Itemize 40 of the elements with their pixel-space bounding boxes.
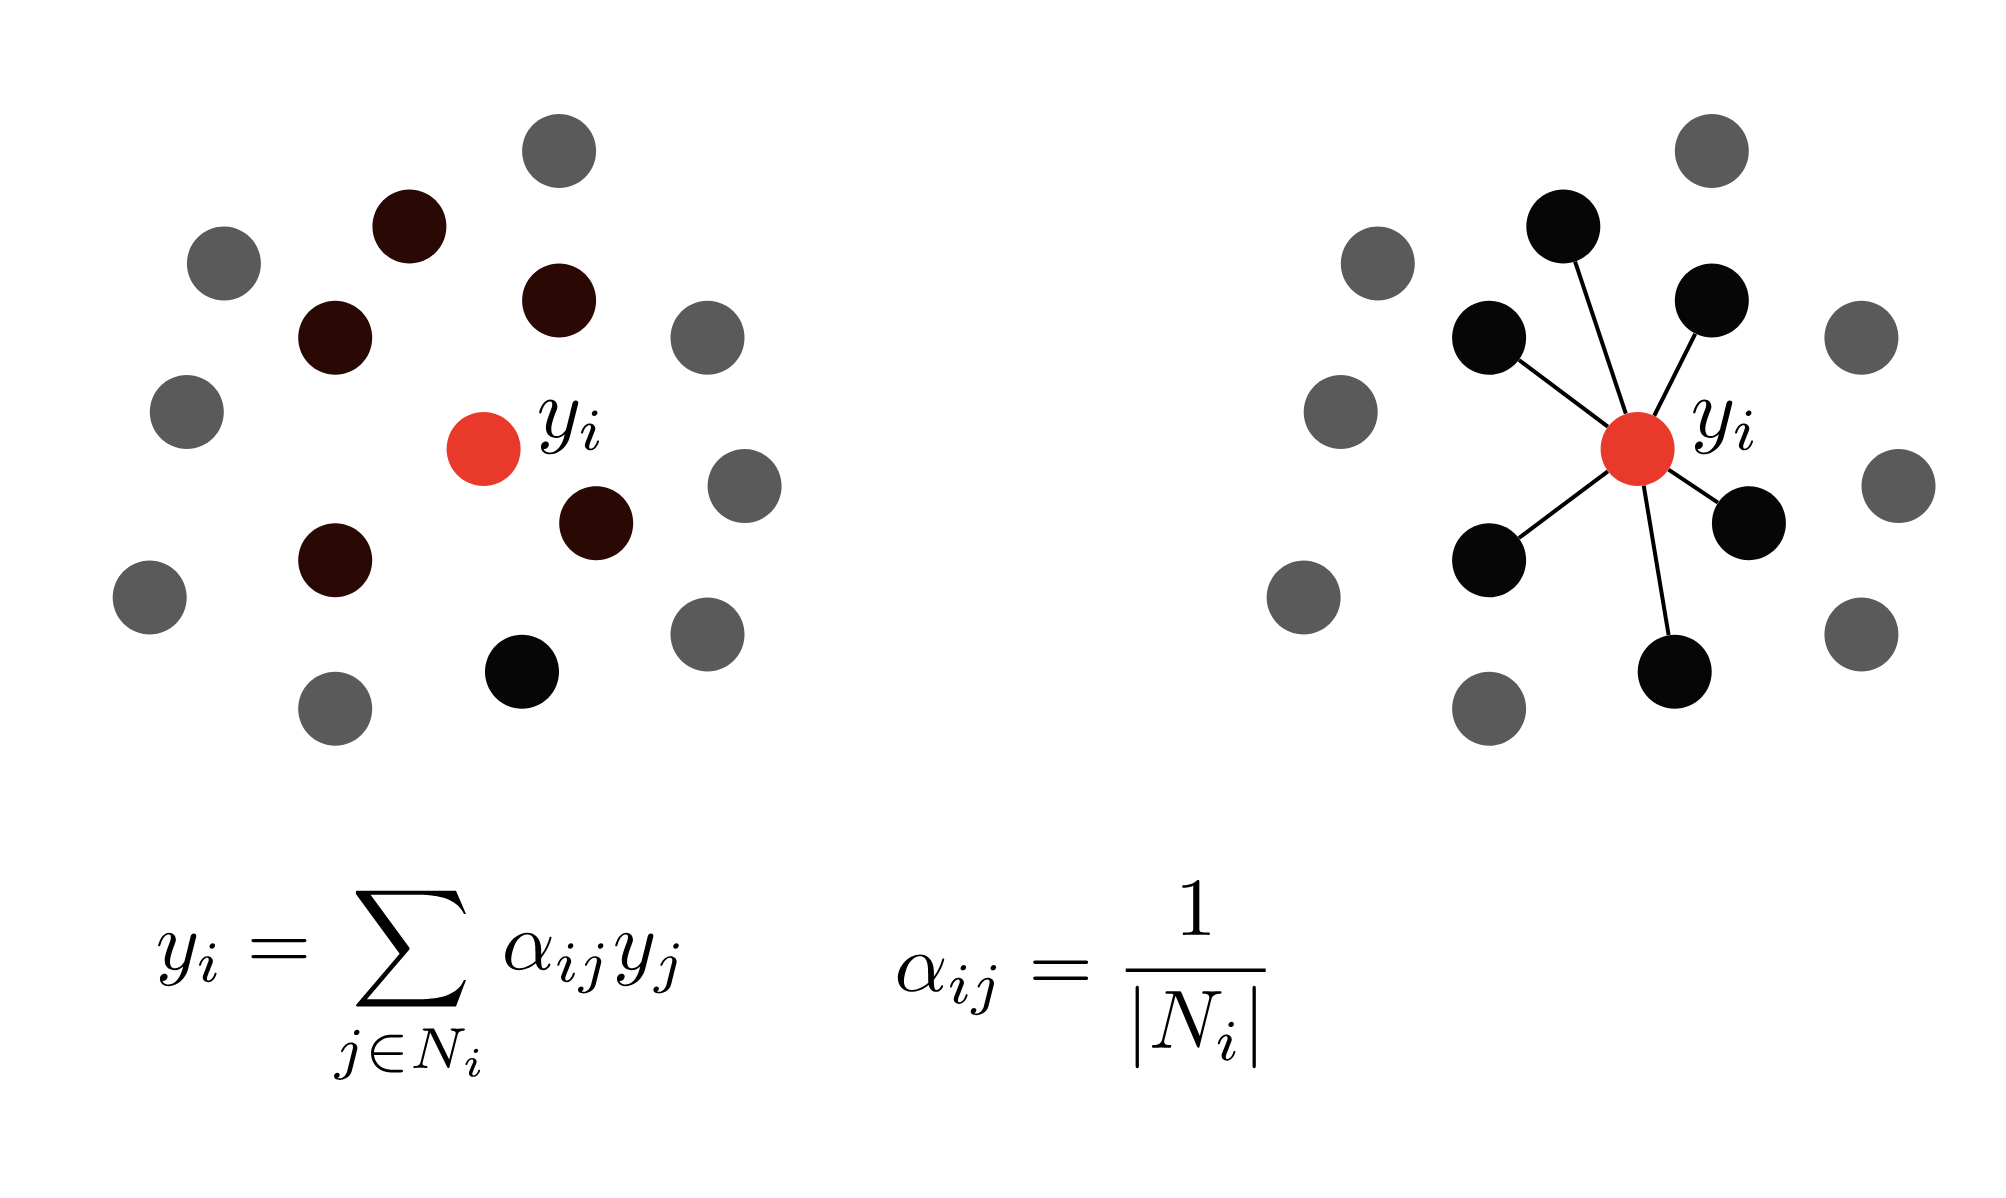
dot — [1266, 560, 1341, 635]
dot — [485, 634, 559, 709]
dot — [1452, 523, 1527, 598]
connector-line — [1667, 467, 1720, 505]
dot — [1303, 374, 1378, 449]
dot — [1824, 597, 1899, 672]
connector-line — [1517, 469, 1610, 540]
dot — [1861, 449, 1936, 524]
connector-line — [1573, 261, 1628, 415]
node-label: $y_i$ — [539, 399, 599, 455]
dot — [1526, 189, 1601, 264]
dot — [1824, 300, 1899, 375]
dot — [1711, 486, 1786, 561]
connector-line — [1641, 485, 1671, 636]
dot — [1637, 634, 1712, 709]
dot — [522, 263, 597, 338]
dot — [446, 412, 521, 486]
dot — [298, 671, 373, 746]
dot — [298, 523, 373, 598]
dot — [522, 114, 597, 188]
dot — [559, 486, 634, 561]
dot — [298, 300, 373, 375]
dot — [707, 449, 782, 524]
dot — [1674, 114, 1749, 188]
dot — [112, 560, 187, 635]
connector-line — [1652, 333, 1697, 417]
connector-line — [1517, 358, 1610, 429]
dot — [1340, 226, 1415, 301]
dot — [1674, 263, 1749, 338]
dot — [1452, 300, 1527, 375]
dot — [670, 597, 745, 672]
formula: $\alpha_{ij} = \frac{1}{|N_i|}$ — [897, 879, 1266, 1069]
dot — [149, 374, 224, 449]
node-label: $y_i$ — [1693, 399, 1754, 455]
formula: $y_i = \sum_{j \in N_i} \alpha_{ij} y_j$ — [158, 890, 679, 1080]
dot — [1452, 671, 1527, 746]
dot — [670, 300, 745, 375]
dot — [186, 226, 261, 301]
dot — [372, 189, 447, 264]
dot — [1600, 412, 1675, 486]
